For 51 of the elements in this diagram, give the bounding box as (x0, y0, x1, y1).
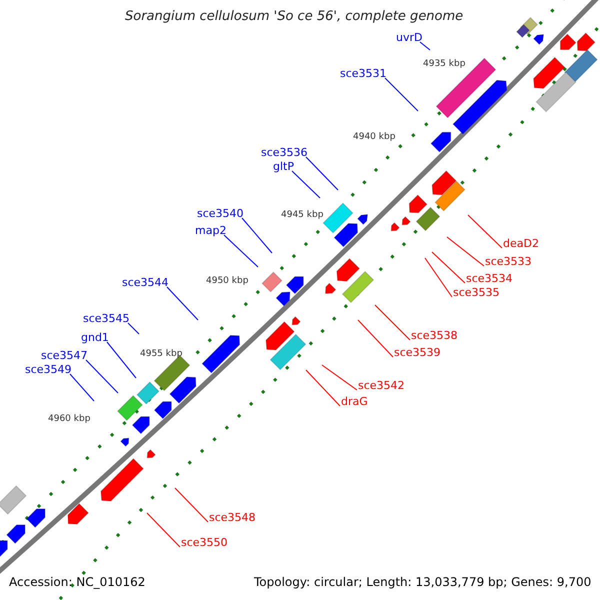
gene-label: sce3544 (122, 276, 169, 290)
gene-label: gnd1 (81, 331, 109, 345)
gene-label: sce3545 (83, 312, 130, 326)
scale-label: 4960 kbp (48, 413, 90, 426)
scale-label: 4945 kbp (281, 209, 324, 222)
leader-line (468, 214, 502, 248)
gene-label: sce3531 (340, 67, 387, 81)
leader-line (374, 304, 410, 340)
gene-label: sce3534 (466, 272, 513, 286)
leader-line (384, 78, 418, 112)
scale-label: 4955 kbp (140, 348, 182, 361)
gene-label: sce3550 (181, 536, 228, 550)
leader-line (128, 322, 140, 334)
map-title: Sorangium cellulosum 'So ce 56', complete genome (125, 10, 464, 24)
gene-label: sce3540 (197, 207, 244, 221)
leader-line (446, 236, 484, 266)
footer-text: Topology: circular; Length: 13,033,779 bp; Genes: 9,700 (254, 575, 592, 589)
gene-label: sce3536 (261, 146, 308, 160)
leader-line (166, 286, 198, 320)
gene-label: uvrD (396, 31, 422, 45)
leader-line (70, 374, 94, 402)
leader-line (306, 156, 338, 190)
leader-line (242, 218, 272, 254)
gene-label: sce3539 (394, 346, 441, 360)
leader-line (224, 234, 258, 268)
gene-label: sce3533 (485, 255, 532, 269)
leader-line (424, 258, 452, 298)
leader-line (146, 512, 180, 548)
gene-label: sce3542 (358, 379, 405, 393)
gene-label: sce3548 (209, 511, 256, 525)
gene-label: sce3549 (25, 363, 72, 377)
gene-label: draG (341, 395, 368, 409)
leader-line (292, 170, 320, 198)
leader-line (358, 320, 394, 358)
footer-text: Accession: NC_010162 (9, 575, 146, 589)
leader-line (86, 360, 118, 394)
leader-line (306, 370, 340, 406)
leader-line (420, 42, 430, 50)
gene-label: sce3547 (41, 349, 88, 363)
gene-label: map2 (195, 224, 226, 238)
scale-label: 4940 kbp (353, 131, 396, 144)
leader-line (106, 342, 136, 378)
gene-label: sce3538 (411, 329, 458, 343)
scale-label: 4950 kbp (206, 275, 248, 288)
gene-label: sce3535 (453, 286, 500, 300)
gene-label: gltP (273, 160, 294, 174)
leader-line (322, 364, 358, 390)
gene-label: deaD2 (503, 237, 539, 251)
scale-label: 4935 kbp (423, 58, 466, 71)
leader-line (174, 488, 208, 522)
leader-line (432, 252, 466, 284)
